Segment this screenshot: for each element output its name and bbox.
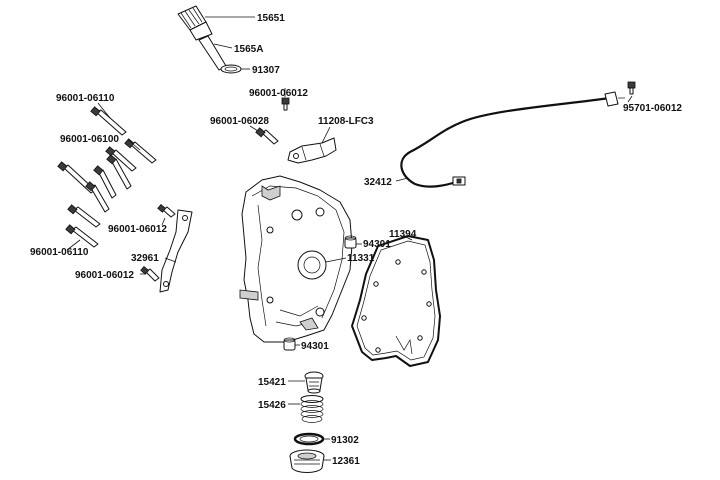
small-screw-lower (140, 265, 160, 282)
screw-96001-06028 (255, 127, 279, 145)
label-96001-06012-a: 96001-06012 (249, 88, 308, 99)
bracket-32961 (159, 209, 193, 293)
screw-95701-06012 (627, 81, 636, 95)
dipstick-cap (177, 5, 213, 41)
label-96001-06100: 96001-06100 (60, 134, 119, 145)
label-94301-a: 94301 (363, 239, 391, 250)
label-91307: 91307 (252, 65, 280, 76)
label-96001-06110-bottom: 96001-06110 (30, 247, 89, 258)
dowel-pin-lower (283, 337, 296, 351)
label-15651: 15651 (257, 13, 285, 24)
label-32961: 32961 (131, 253, 159, 264)
cable-32412 (400, 91, 625, 188)
drain-plug-12361 (289, 449, 325, 473)
label-96001-06012-b: 96001-06012 (108, 224, 167, 235)
label-11208-LFC3: 11208-LFC3 (318, 116, 374, 127)
label-11331: 11331 (347, 253, 375, 264)
gasket-11394 (351, 235, 441, 367)
label-15421: 15421 (258, 377, 286, 388)
label-96001-06028: 96001-06028 (210, 116, 269, 127)
o-ring-91302 (293, 432, 325, 446)
label-96001-06110-top: 96001-06110 (56, 93, 115, 104)
dipstick-rod (198, 35, 227, 71)
label-96001-06012-c: 96001-06012 (75, 270, 134, 281)
screw-96001-06012-top (281, 97, 290, 111)
bolts-group-left (57, 106, 157, 248)
label-91302: 91302 (331, 435, 359, 446)
dipstick-o-ring (220, 64, 242, 74)
label-1565A: 1565A (234, 44, 263, 55)
label-12361: 12361 (332, 456, 360, 467)
small-screw-upper (157, 203, 176, 218)
label-94301-b: 94301 (301, 341, 329, 352)
clamp-11208-LFC3 (287, 137, 337, 164)
label-15426: 15426 (258, 400, 286, 411)
dowel-pin-upper (344, 235, 357, 249)
filter-15421 (304, 371, 324, 394)
label-11394: 11394 (389, 229, 417, 240)
crankcase-cover (239, 175, 353, 343)
spring-15426 (300, 395, 324, 423)
label-95701-06012: 95701-06012 (623, 103, 682, 114)
label-32412: 32412 (364, 177, 392, 188)
